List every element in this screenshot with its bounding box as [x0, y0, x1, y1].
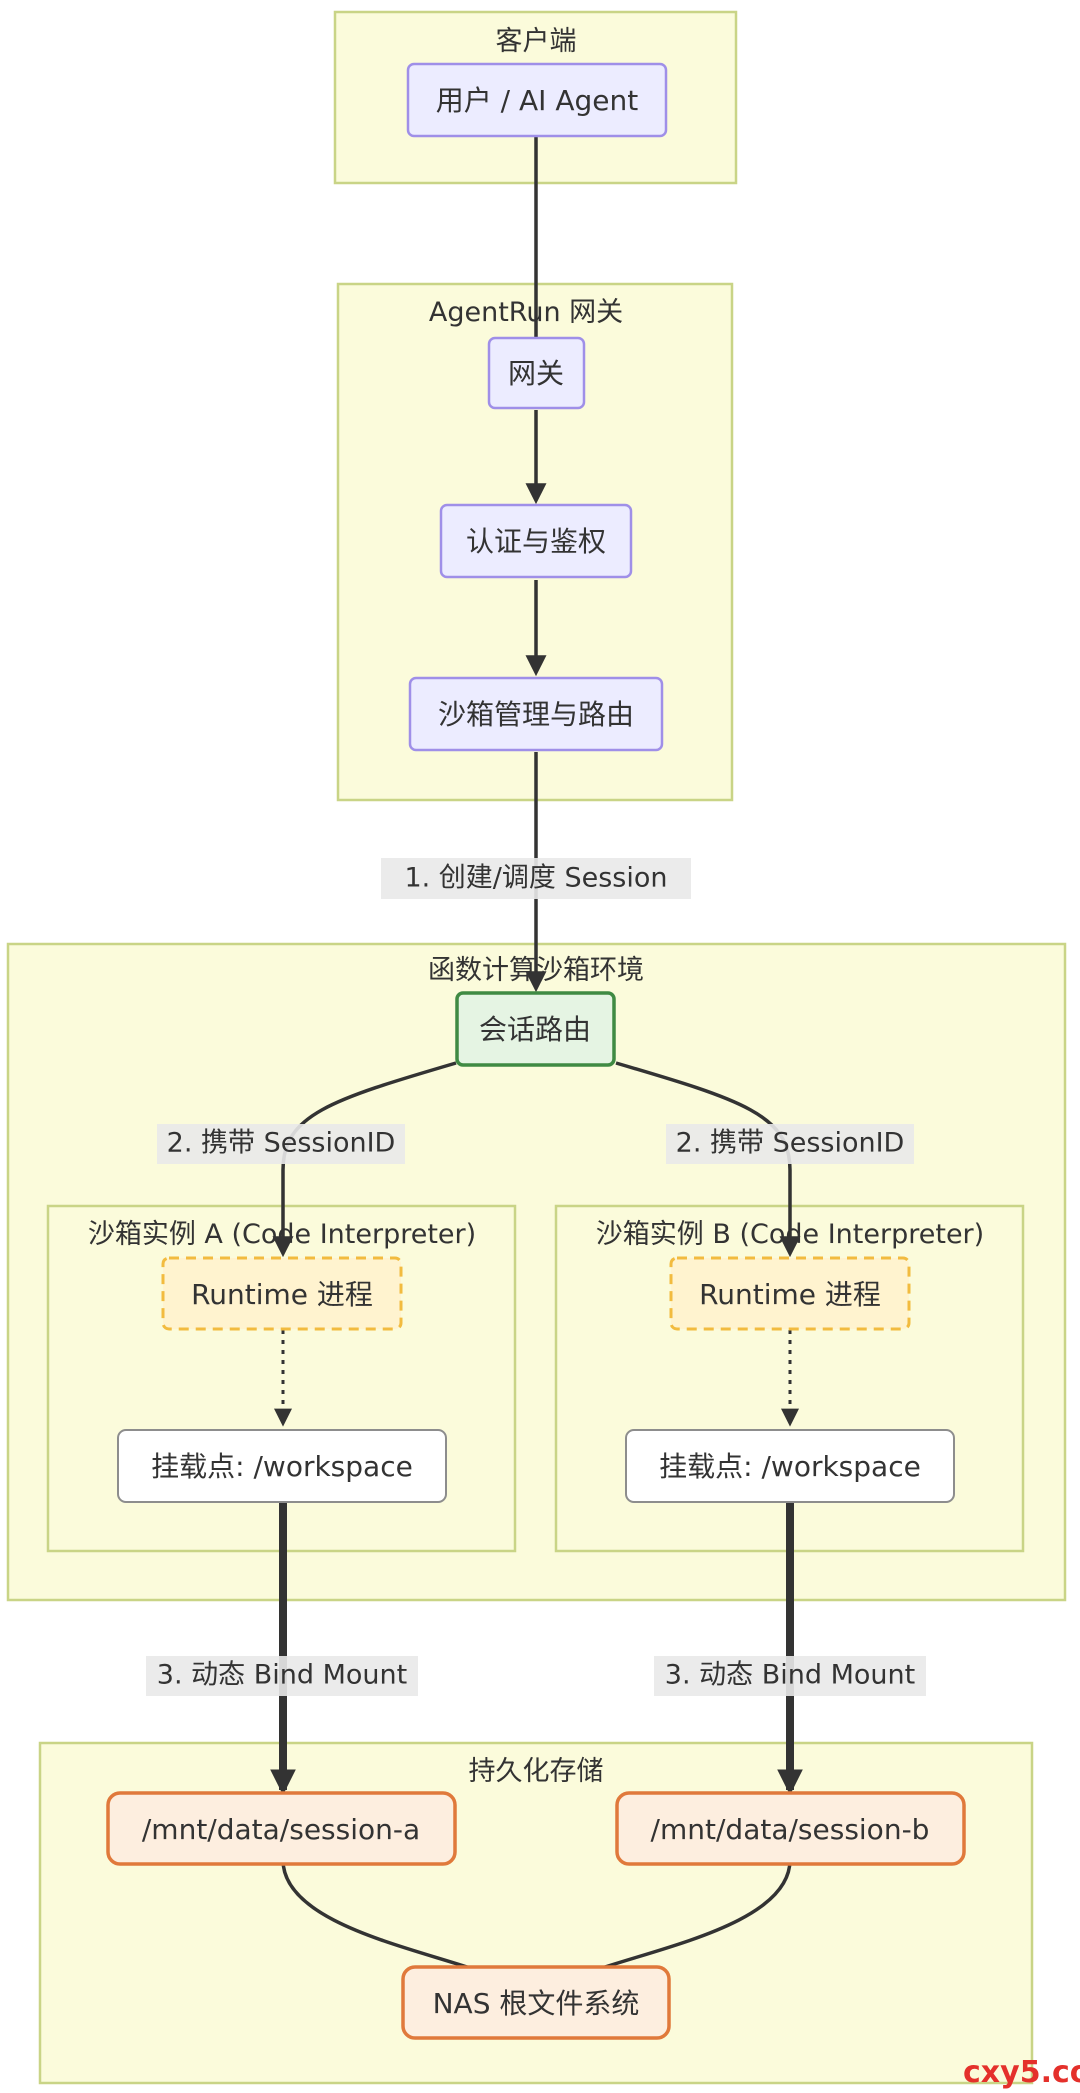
node-nas-b[interactable]: /mnt/data/session-b [615, 1791, 966, 1866]
svg-text:挂载点: /workspace: 挂载点: /workspace [659, 1450, 921, 1483]
svg-text:网关: 网关 [508, 357, 564, 390]
svg-text:2. 携带 SessionID: 2. 携带 SessionID [167, 1128, 396, 1159]
node-session-router[interactable]: 会话路由 [455, 991, 616, 1067]
svg-text:用户 / AI Agent: 用户 / AI Agent [436, 84, 638, 117]
node-gateway[interactable]: 网关 [487, 336, 586, 410]
svg-text:1. 创建/调度 Session: 1. 创建/调度 Session [404, 863, 667, 894]
svg-text:/mnt/data/session-b: /mnt/data/session-b [651, 1813, 930, 1846]
svg-text:2. 携带 SessionID: 2. 携带 SessionID [676, 1128, 905, 1159]
edge-label-bind-mount-b: 3. 动态 Bind Mount [654, 1656, 926, 1696]
watermark: cxy5.com [963, 2055, 1080, 2090]
node-runtime-b[interactable]: Runtime 进程 [669, 1256, 911, 1331]
node-nas-root[interactable]: NAS 根文件系统 [401, 1965, 671, 2040]
node-auth[interactable]: 认证与鉴权 [439, 503, 633, 579]
cluster-client-title: 客户端 [496, 26, 577, 57]
node-mount-a[interactable]: 挂载点: /workspace [117, 1429, 447, 1503]
cluster-storage-title: 持久化存储 [469, 1756, 604, 1787]
edge-label-create-session: 1. 创建/调度 Session [381, 858, 691, 899]
svg-text:会话路由: 会话路由 [479, 1013, 591, 1046]
cluster-gateway-title: AgentRun 网关 [429, 297, 623, 328]
edge-label-bind-mount-a: 3. 动态 Bind Mount [146, 1656, 418, 1696]
svg-text:挂载点: /workspace: 挂载点: /workspace [151, 1450, 413, 1483]
svg-text:沙箱管理与路由: 沙箱管理与路由 [438, 698, 634, 731]
edge-nas-a-root [281, 1859, 471, 1970]
svg-text:/mnt/data/session-a: /mnt/data/session-a [142, 1813, 420, 1846]
svg-text:Runtime 进程: Runtime 进程 [191, 1278, 373, 1311]
svg-text:3. 动态 Bind Mount: 3. 动态 Bind Mount [665, 1660, 915, 1691]
svg-text:Runtime 进程: Runtime 进程 [699, 1278, 881, 1311]
node-nas-a[interactable]: /mnt/data/session-a [106, 1791, 457, 1866]
edge-label-carry-session-b: 2. 携带 SessionID [666, 1124, 914, 1164]
edge-label-carry-session-a: 2. 携带 SessionID [157, 1124, 405, 1164]
svg-text:3. 动态 Bind Mount: 3. 动态 Bind Mount [157, 1660, 407, 1691]
node-sandbox-mgmt[interactable]: 沙箱管理与路由 [408, 676, 664, 752]
node-runtime-a[interactable]: Runtime 进程 [161, 1256, 403, 1331]
node-mount-b[interactable]: 挂载点: /workspace [625, 1429, 955, 1503]
node-user[interactable]: 用户 / AI Agent [406, 62, 668, 138]
svg-text:NAS 根文件系统: NAS 根文件系统 [433, 1987, 640, 2020]
svg-text:认证与鉴权: 认证与鉴权 [466, 525, 606, 558]
edge-nas-b-root [601, 1859, 792, 1970]
